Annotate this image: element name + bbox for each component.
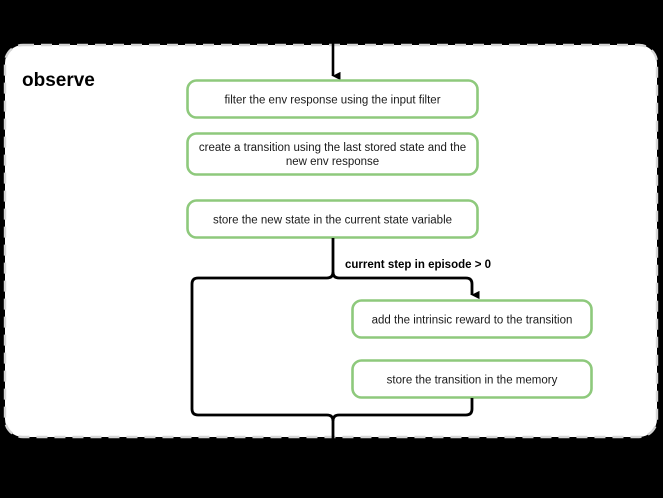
observe-group-title: observe bbox=[22, 70, 95, 91]
observe-group-container bbox=[3, 43, 659, 439]
node-store-the-new-state[interactable]: store the new state in the current state… bbox=[186, 199, 479, 239]
node-create-a-transition-line-1: new env response bbox=[286, 156, 379, 168]
node-create-a-transition-shape bbox=[186, 132, 479, 176]
node-store-the-new-state-shape bbox=[186, 199, 479, 239]
node-store-the-transition[interactable]: store the transition in the memory bbox=[351, 359, 593, 399]
edge-split-left bbox=[190, 271, 335, 422]
node-add-the-intrinsic-reward-shape bbox=[351, 299, 593, 339]
edge-merge-right bbox=[331, 398, 474, 422]
node-add-the-intrinsic-reward-line-0: add the intrinsic reward to the transiti… bbox=[372, 315, 573, 327]
node-create-a-transition[interactable]: create a transition using the last store… bbox=[186, 132, 479, 176]
edge-split-right bbox=[331, 271, 480, 300]
node-create-a-transition-line-0: create a transition using the last store… bbox=[199, 142, 466, 154]
node-filter-the-env-response-shape bbox=[186, 79, 479, 119]
node-store-the-new-state-line-0: store the new state in the current state… bbox=[213, 215, 452, 227]
node-store-the-transition-line-0: store the transition in the memory bbox=[387, 375, 558, 387]
node-add-the-intrinsic-reward[interactable]: add the intrinsic reward to the transiti… bbox=[351, 299, 593, 339]
node-store-the-transition-shape bbox=[351, 359, 593, 399]
node-filter-the-env-response[interactable]: filter the env response using the input … bbox=[186, 79, 479, 119]
edge-condition-label: current step in episode > 0 bbox=[345, 259, 491, 271]
node-filter-the-env-response-line-0: filter the env response using the input … bbox=[224, 95, 440, 107]
